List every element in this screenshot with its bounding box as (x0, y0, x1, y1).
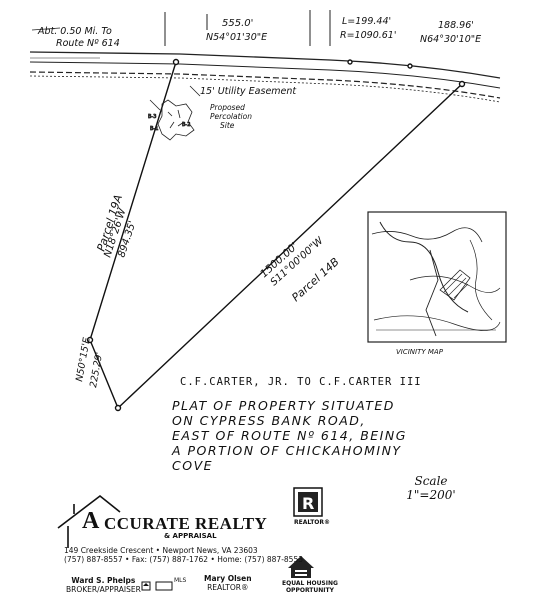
bearing-right-distance: 188.96' (438, 20, 474, 31)
curve-length: L=199.44' (342, 16, 391, 27)
bearing-top-distance: 555.0' (222, 18, 253, 29)
agent-1-name: Ward S. Phelps (71, 576, 136, 585)
bearing-top-direction: N54°01'30"E (206, 32, 267, 43)
company-address: 149 Creekside Crescent • Newport News, V… (64, 546, 258, 555)
company-name: CCURATE REALTY (104, 514, 268, 533)
company-subtitle: & APPRAISAL (164, 532, 217, 540)
title-line-3: EAST OF ROUTE Nº 614, BEING (172, 428, 407, 443)
company-contact: 149 Creekside Crescent • Newport News, V… (64, 546, 303, 564)
title-line-4: A PORTION OF CHICKAHOMINY (172, 443, 402, 458)
boundary-ticks (164, 10, 331, 46)
svg-text:R: R (302, 494, 314, 513)
agent-2-name: Mary Olsen (204, 574, 252, 583)
road (29, 51, 501, 103)
scale-note: Scale 1"=200' (396, 474, 466, 502)
scale-label: Scale (414, 474, 448, 488)
title-line-5: COVE (172, 458, 214, 473)
title-line-1: PLAT OF PROPERTY SITUATED (172, 398, 395, 413)
company-phones: (757) 887-8557 • Fax: (757) 887-1762 • H… (64, 555, 303, 564)
vicinity-map-label: VICINITY MAP (396, 348, 444, 356)
svg-text:B-1: B-1 (150, 126, 158, 132)
equal-housing-line-1: EQUAL HOUSING (282, 580, 338, 587)
route-note-1: Abt. 0.50 Mi. To (37, 26, 112, 37)
agent-1: Ward S. Phelps BROKER/APPRAISER (66, 576, 141, 594)
svg-text:B-2: B-2 (182, 122, 190, 128)
scale-value: 1"=200' (406, 488, 456, 502)
plat-labels: Abt. 0.50 Mi. To Route Nº 614 555.0' N54… (37, 16, 481, 389)
equal-housing-line-2: OPPORTUNITY (285, 587, 334, 594)
easement-label: 15' Utility Easement (200, 86, 297, 97)
vicinity-map: VICINITY MAP (367, 211, 507, 356)
title-line-2: ON CYPRESS BANK ROAD, (172, 413, 366, 428)
realty-house-logo (57, 494, 121, 548)
curve-radius: R=1090.61' (340, 30, 396, 41)
route-note-2: Route Nº 614 (56, 38, 120, 49)
grantor-line: C.F.CARTER, JR. TO C.F.CARTER III (180, 376, 422, 388)
perc-site: B-3 B-1 B-2 (148, 99, 195, 141)
perc-label-1: Proposed (210, 103, 245, 112)
realtor-logo: R (293, 487, 323, 517)
equal-housing-text: EQUAL HOUSING OPPORTUNITY (282, 580, 338, 594)
agent-1-title: BROKER/APPRAISER (66, 585, 141, 594)
leader-lines (31, 27, 201, 111)
perc-label-2: Percolation (210, 112, 252, 121)
agent-2: Mary Olsen REALTOR® (204, 574, 252, 592)
company-letter: A (82, 508, 100, 534)
property-boundary (86, 58, 466, 412)
equal-housing-logo (288, 556, 314, 578)
agent-2-title: REALTOR® (207, 583, 249, 592)
perc-label-3: Site (220, 121, 235, 130)
bearing-right-direction: N64°30'10"E (420, 34, 481, 45)
realtor-label: REALTOR® (294, 519, 331, 526)
mls-label: MLS (174, 577, 187, 584)
small-logos (141, 581, 173, 591)
plat-title: PLAT OF PROPERTY SITUATED ON CYPRESS BAN… (172, 398, 492, 473)
svg-text:B-3: B-3 (148, 114, 156, 120)
